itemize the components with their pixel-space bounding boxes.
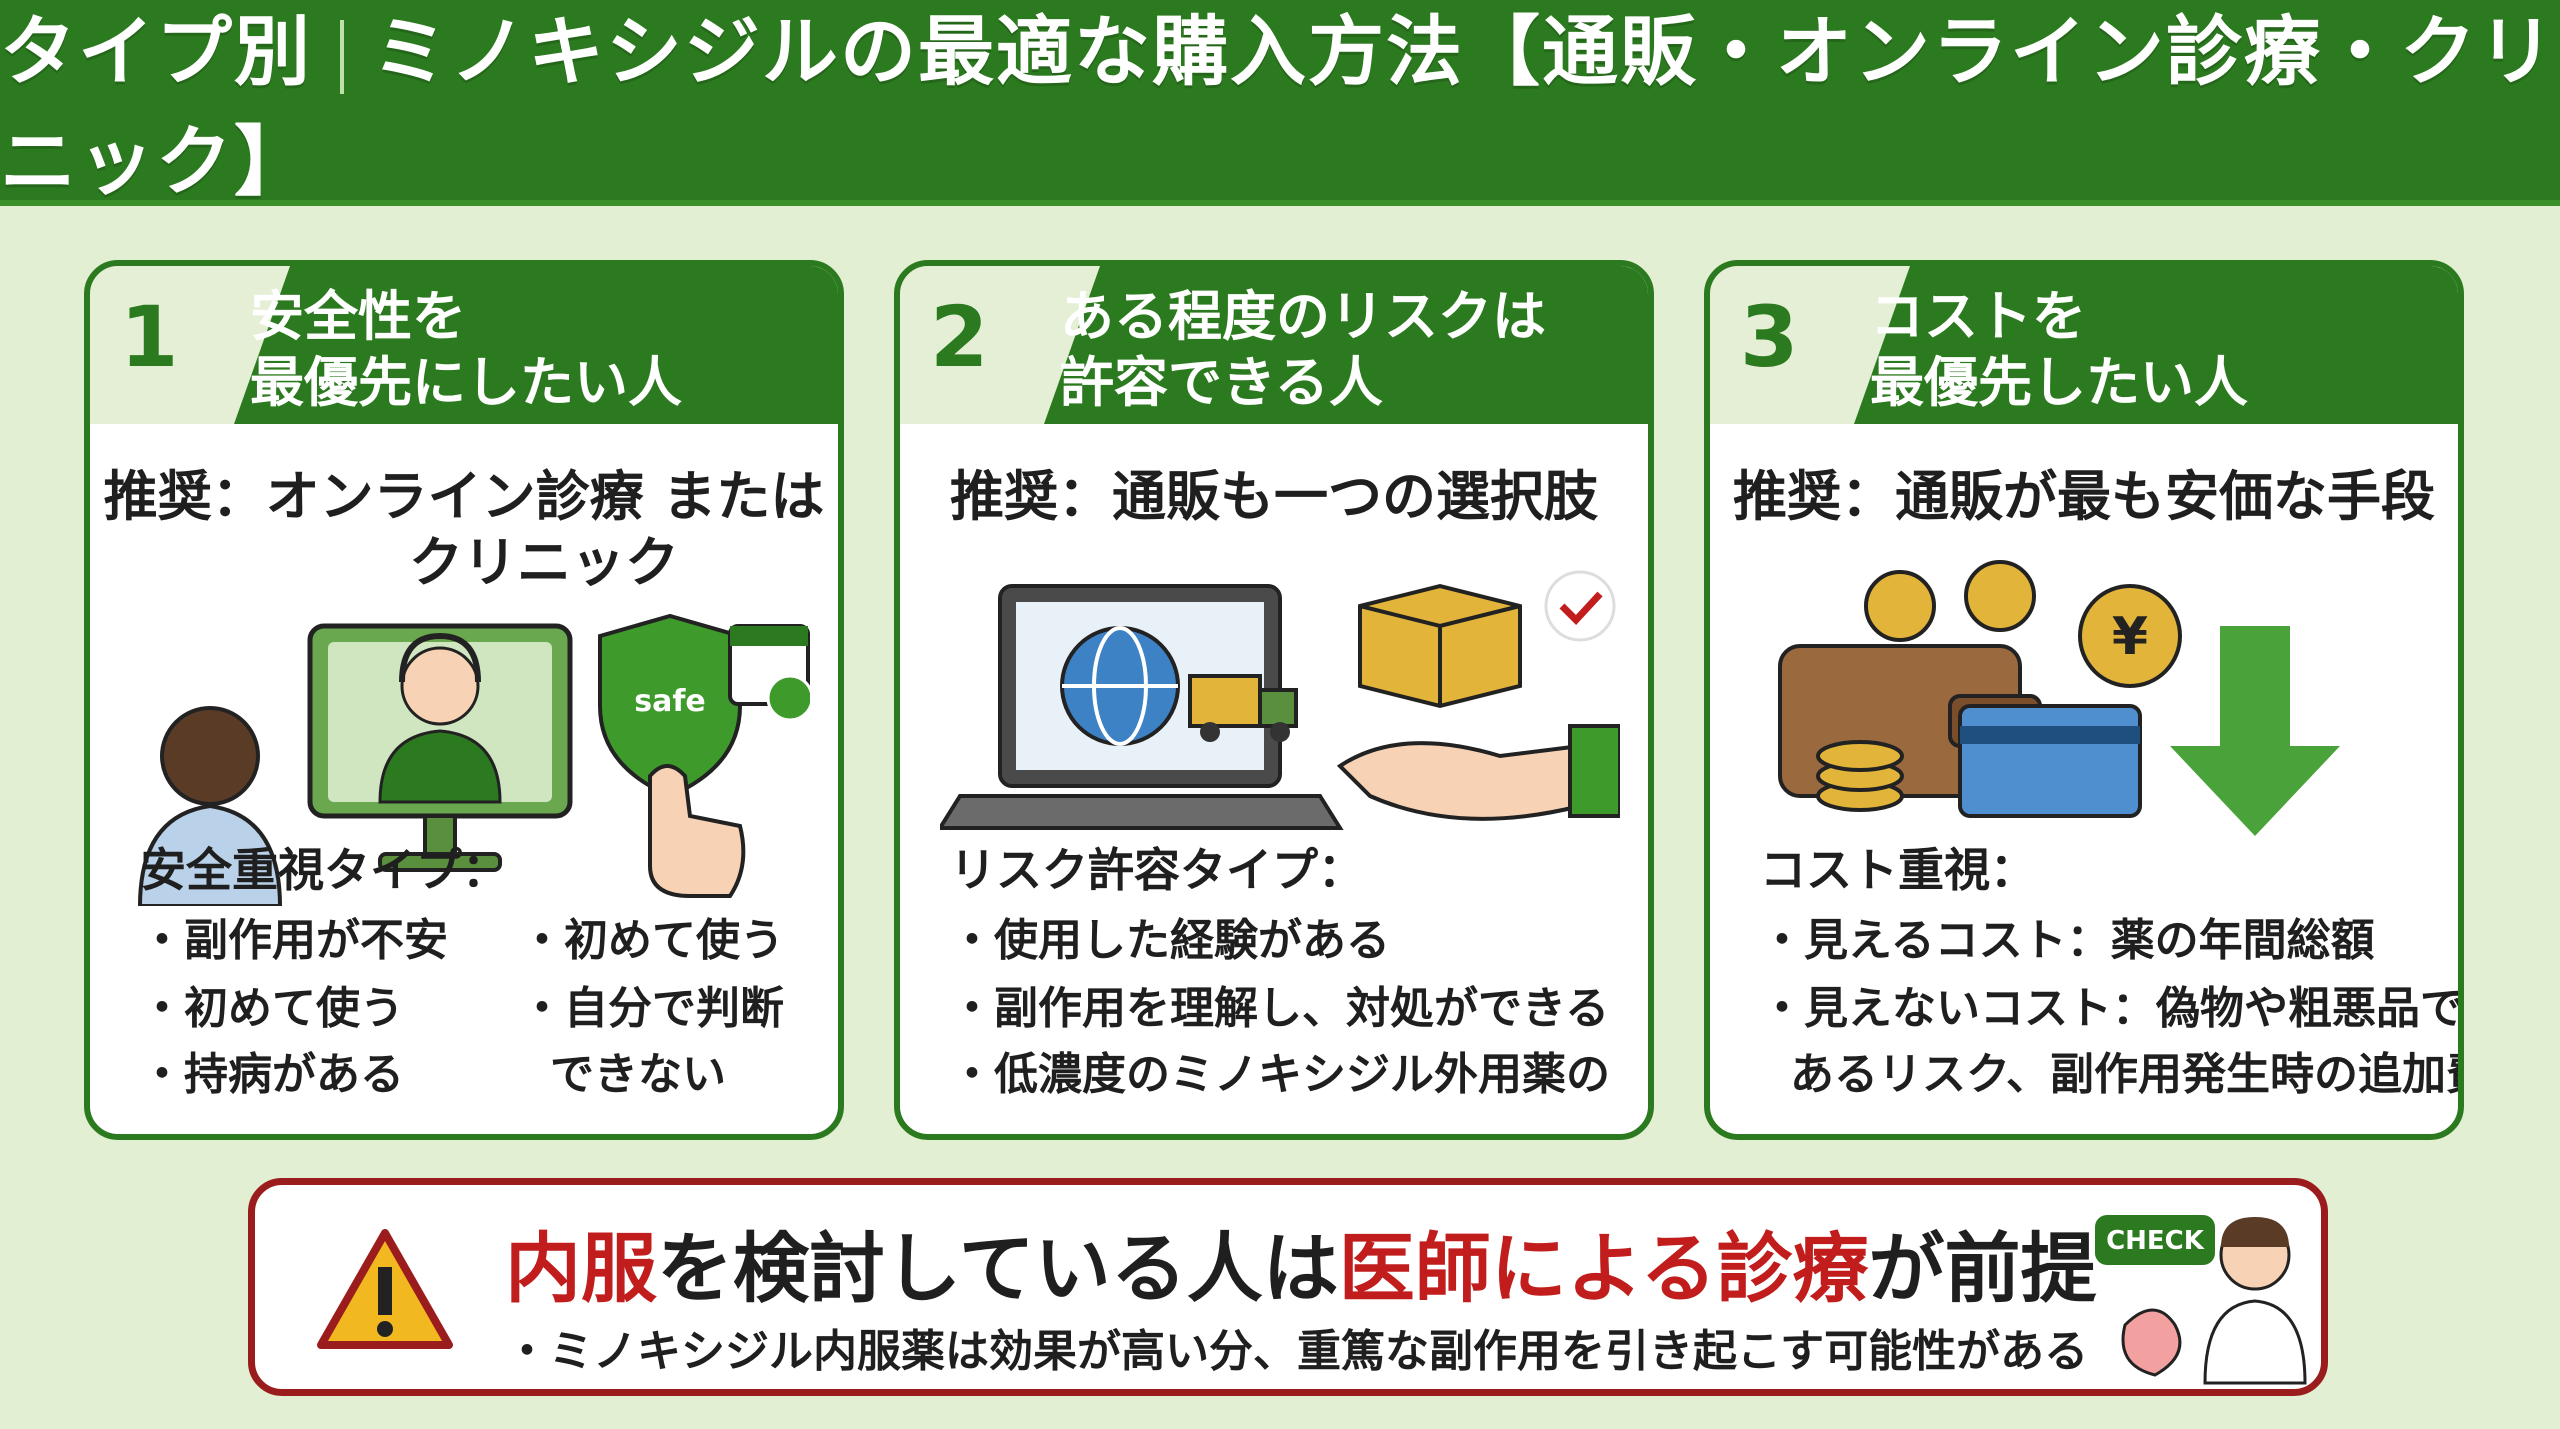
patient-icon [137,706,283,906]
banner-highlight-1: 内服 [505,1224,657,1313]
down-arrow-icon [2170,626,2340,836]
check-icon [1544,570,1616,642]
banner-heading: 内服を検討している人は医師による診療が前提 [505,1207,2096,1317]
warning-banner: 内服を検討している人は医師による診療が前提 ・ミノキシジル内服薬は効果が高い分、… [248,1178,2328,1396]
globe-icon [1060,626,1180,746]
online-consultation-illustration: safe [137,613,810,906]
bullet-visible-cost: ・見えるコスト：薬の年間総額 [1760,915,2375,966]
bullet-self-judge: ・自分で判断 [520,983,784,1034]
title-separator [340,20,344,94]
warning-icon [317,1229,453,1349]
open-hand-icon [1336,724,1620,821]
coin-icon: ¥ [1864,560,2182,688]
bullet-experience: ・使用した経験がある [950,915,1390,966]
card-number: 3 [1740,288,1799,386]
card-title: コストを 最優先したい人 [1870,284,2248,416]
bullet-cannot: できない [550,1049,726,1100]
banner-note: ・ミノキシジル内服薬は効果が高い分、重篤な副作用を引き起こす可能性がある [505,1326,2089,1377]
recommendation: 推奨：通販が最も安価な手段 [1710,464,2458,530]
svg-text:safe: safe [634,684,706,719]
bullet-first-time-right: ・初めて使う [520,915,784,966]
type-heading: リスク許容タイプ： [950,843,1364,897]
card-title: ある程度のリスクは 許容できる人 [1060,284,1546,416]
page-title: タイプ別ミノキシジルの最適な購入方法【通販・オンライン診療・クリニック】 [0,0,2560,210]
card-risk-tolerant: 2 ある程度のリスクは 許容できる人 推奨：通販も一つの選択肢 [894,260,1654,1140]
card-number: 2 [930,288,989,386]
banner-text-2: が前提 [1868,1224,2097,1313]
recommendation: 推奨：オンライン診療 または クリニック [90,464,838,596]
delivery-truck-icon [1188,674,1298,742]
bullet-understand: ・副作用を理解し、対処ができる [950,983,1610,1034]
banner-text-1: を検討している人は [657,1224,1339,1313]
recommendation: 推奨：通販も一つの選択肢 [900,464,1648,530]
card-safety: 1 安全性を 最優先にしたい人 推奨：オンライン診療 または クリニック saf… [84,260,844,1140]
cost-savings-illustration: ¥ [1778,560,2340,836]
recommendation-line1: 推奨：オンライン診療 または [103,465,825,528]
bullet-side-effect: ・副作用が不安 [140,915,448,966]
recommendation-line1: 推奨：通販が最も安価な手段 [1733,465,2435,528]
card-cost: 3 コストを 最優先したい人 推奨：通販が最も安価な手段 ¥ コスト重 [1704,260,2464,1140]
card-title-line1: コストを [1870,285,2086,348]
calendar-icon [728,624,810,722]
svg-text:CHECK: CHECK [2106,1226,2205,1256]
card-title-line2: 最優先したい人 [1870,351,2248,414]
card-title-line1: 安全性を [250,285,466,348]
hand-pointer-icon [648,764,746,898]
bullet-low-concentration: ・低濃度のミノキシジル外用薬の [950,1049,1610,1100]
header-bar: タイプ別ミノキシジルの最適な購入方法【通販・オンライン診療・クリニック】 [0,0,2560,206]
recommendation-line1: 推奨：通販も一つの選択肢 [950,465,1598,528]
svg-text:¥: ¥ [2112,607,2148,667]
title-left: タイプ別 [0,7,312,96]
card-title-line2: 許容できる人 [1060,351,1383,414]
type-heading: コスト重視： [1760,843,2036,897]
online-shopping-illustration [940,570,1620,830]
doctor-icon: CHECK [2095,1215,2307,1385]
bullet-first-time-left: ・初めて使う [140,983,404,1034]
bullet-hidden-cost-cont: あるリスク、副作用発生時の追加費用 [1790,1049,2464,1100]
monitor-icon [307,623,573,872]
card-title-line2: 最優先にしたい人 [250,351,682,414]
credit-card-icon [1958,704,2142,818]
card-title-line1: ある程度のリスクは [1060,285,1546,348]
card-title: 安全性を 最優先にしたい人 [250,284,682,416]
bullet-hidden-cost: ・見えないコスト：偽物や粗悪品で [1760,983,2464,1034]
package-icon [1358,583,1522,709]
card-number: 1 [120,288,179,386]
coin-stack-icon [1816,740,1904,812]
recommendation-line2: クリニック [409,531,679,594]
bullet-chronic: ・持病がある [140,1049,404,1100]
title-right: ミノキシジルの最適な購入方法【通販・オンライン診療・クリニック】 [0,7,2556,206]
banner-highlight-2: 医師による診療 [1338,1224,1869,1313]
type-heading: 安全重視タイプ： [140,843,508,897]
